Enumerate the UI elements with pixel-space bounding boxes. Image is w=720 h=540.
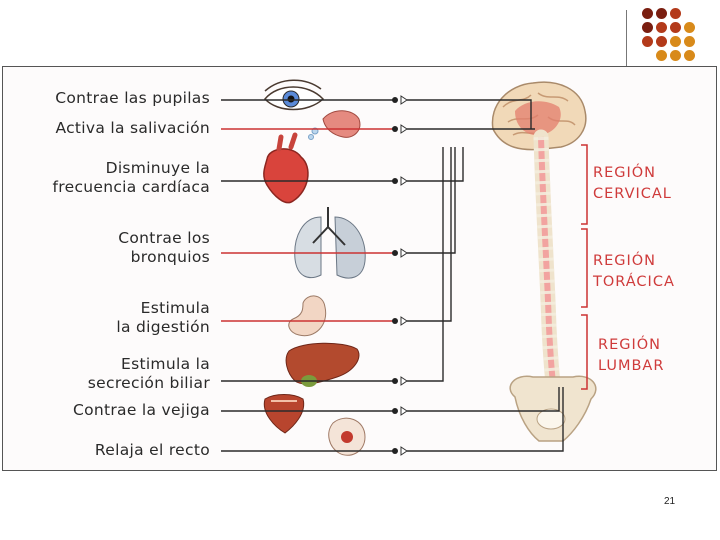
decorative-dot — [670, 22, 681, 33]
decorative-dot — [684, 22, 695, 33]
nerve-path — [407, 147, 452, 322]
eye-icon — [264, 79, 325, 111]
nerve-path — [407, 387, 564, 452]
stomach-icon — [288, 295, 327, 337]
decorative-dot — [642, 8, 653, 19]
synapse-arrow — [400, 124, 408, 134]
ganglion-dot — [392, 250, 398, 256]
decorative-dot — [684, 50, 695, 61]
ganglion-dot — [392, 97, 398, 103]
parasympathetic-diagram — [221, 79, 597, 456]
synapse-arrow — [400, 316, 408, 326]
ganglion-dot — [392, 408, 398, 414]
decorative-dot — [656, 50, 667, 61]
brain-icon — [491, 81, 587, 151]
decorative-dot — [656, 22, 667, 33]
page-number: 21 — [664, 496, 676, 507]
decorative-dot — [670, 8, 681, 19]
synapse-arrow — [400, 176, 408, 186]
decorative-dot — [670, 36, 681, 47]
function-label: Contrae los bronquios — [118, 229, 210, 266]
heart-icon — [263, 132, 309, 204]
ganglion-dot — [392, 378, 398, 384]
synapse-arrow — [400, 376, 408, 386]
decorative-divider-line — [626, 10, 627, 68]
nerve-path — [407, 147, 444, 382]
function-label: Relaja el recto — [94, 441, 210, 459]
region-brackets — [581, 144, 588, 390]
nerve-path — [407, 99, 532, 129]
function-label: Disminuye la frecuencia cardíaca — [52, 159, 210, 196]
region-label: REGIÓN TORÁCICA — [593, 253, 675, 290]
nerve-path — [407, 387, 560, 412]
synapse-arrow — [400, 406, 408, 416]
salivary-gland-icon — [308, 110, 361, 140]
ganglion-dot — [392, 448, 398, 454]
ganglion-dot — [392, 318, 398, 324]
synapse-arrow — [400, 248, 408, 258]
function-label: Estimula la secreción biliar — [87, 355, 210, 392]
function-label: Estimula la digestión — [116, 299, 210, 336]
nerve-path — [407, 147, 456, 254]
pelvis-icon — [509, 375, 597, 442]
rectum-icon — [328, 417, 366, 456]
function-label: Contrae la vejiga — [72, 401, 210, 419]
decorative-dot — [642, 36, 653, 47]
region-label: REGIÓN CERVICAL — [593, 165, 672, 202]
ganglion-dot — [392, 126, 398, 132]
decorative-dot-grid — [638, 8, 718, 64]
nerve-connections — [221, 95, 564, 456]
decorative-dot — [670, 50, 681, 61]
decorative-dot — [656, 8, 667, 19]
lungs-icon — [294, 207, 366, 279]
decorative-dot — [684, 36, 695, 47]
ganglion-dot — [392, 178, 398, 184]
synapse-arrow — [400, 95, 408, 105]
decorative-dot — [656, 36, 667, 47]
synapse-arrow — [400, 446, 408, 456]
nerve-path — [407, 147, 464, 182]
region-label: REGIÓN LUMBAR — [598, 337, 665, 374]
function-label: Activa la salivación — [55, 119, 210, 137]
decorative-dot — [642, 22, 653, 33]
bladder-icon — [263, 394, 305, 434]
spinal-cord-icon — [533, 129, 563, 405]
function-label: Contrae las pupilas — [55, 89, 210, 107]
